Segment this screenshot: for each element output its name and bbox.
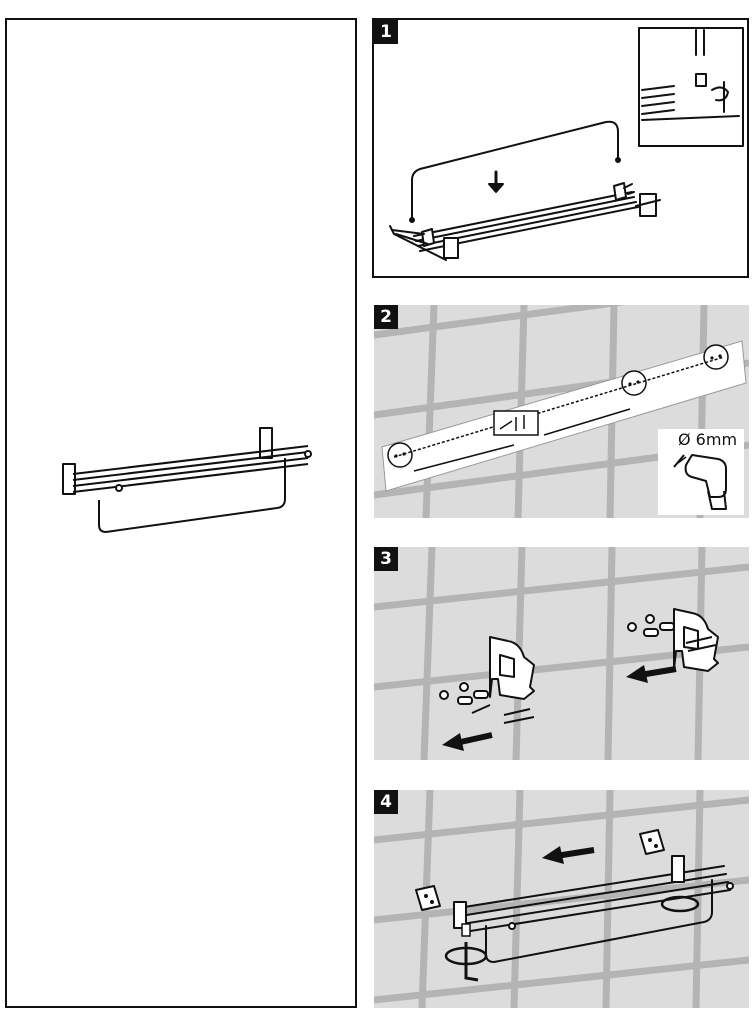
- step-2-number: 2: [374, 305, 398, 329]
- overview-frame: [5, 18, 357, 1008]
- step-4-illustration: [374, 790, 749, 1008]
- step-4-panel: 4: [374, 790, 749, 1008]
- step-1-illustration: [389, 27, 744, 261]
- step-3-illustration: [374, 547, 749, 760]
- step-3-number: 3: [374, 547, 398, 571]
- step-4-number: 4: [374, 790, 398, 814]
- hex-key-icon: [464, 942, 479, 982]
- step-2-illustration: [374, 305, 749, 518]
- step-3-panel: 3: [374, 547, 749, 760]
- towel-rack-product-illustration: [62, 427, 312, 533]
- arrow-left-icon: [442, 732, 493, 751]
- step-1-panel: 1: [372, 18, 749, 278]
- step-2-panel: 2 Ø 6mm: [374, 305, 749, 518]
- drill-icon: [673, 454, 727, 510]
- step-1-number: 1: [374, 20, 398, 44]
- drill-size-label: Ø 6mm: [678, 430, 738, 449]
- arrow-left-icon: [542, 846, 595, 864]
- arrow-left-icon: [626, 665, 677, 683]
